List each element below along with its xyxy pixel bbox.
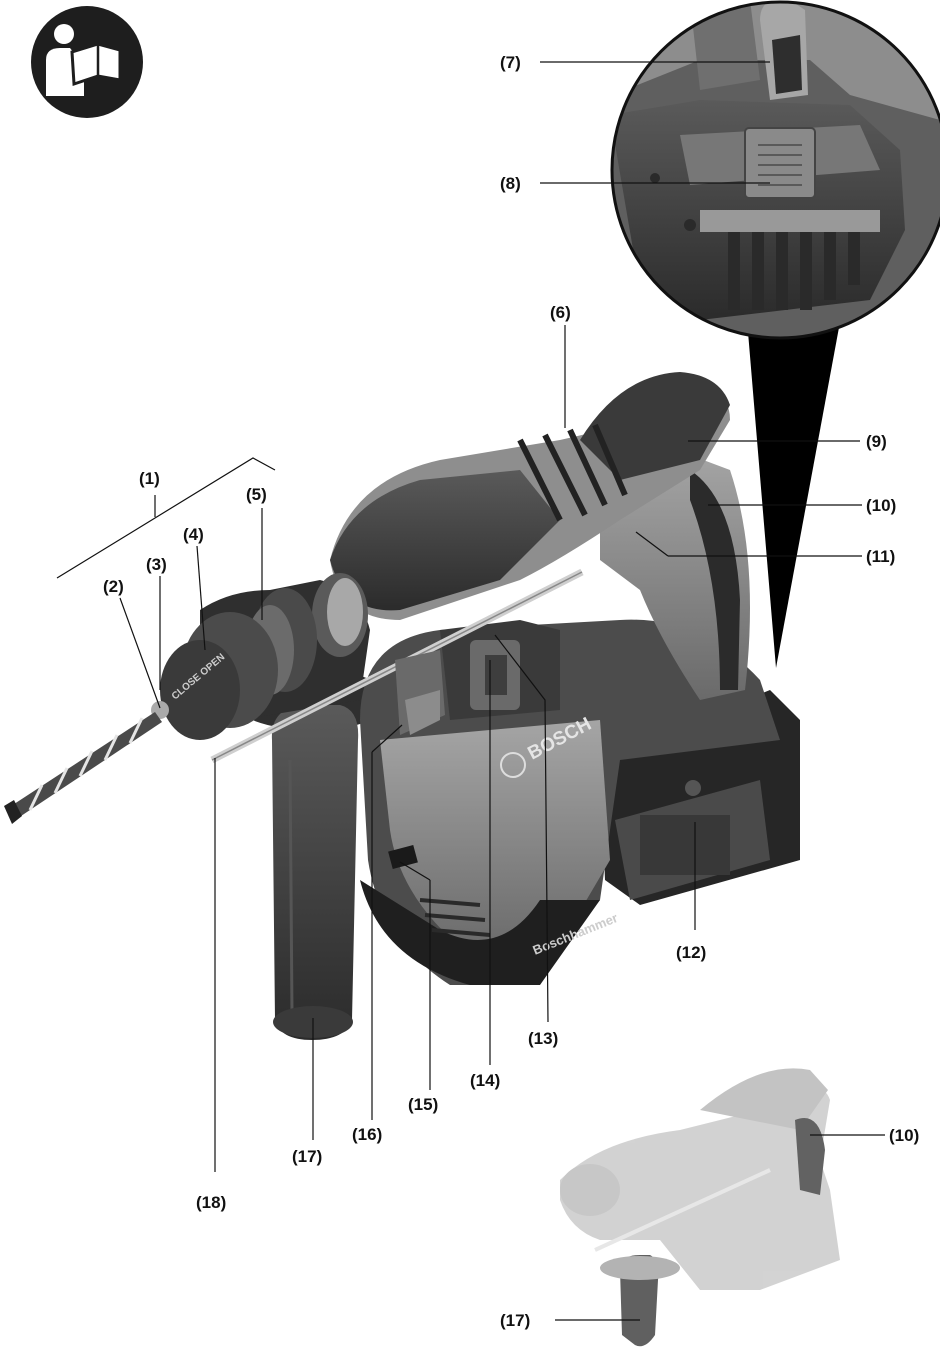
small-illustration [560, 1068, 840, 1347]
callout-12: (12) [676, 943, 706, 962]
detail-pointer-wedge [748, 322, 840, 668]
callout-10-small: (10) [889, 1126, 919, 1145]
callout-labels: (1) (2) (3) (4) (5) (6) (7) (8) (9) (10)… [103, 53, 919, 1330]
callout-5: (5) [246, 485, 267, 504]
callout-7: (7) [500, 53, 521, 72]
callout-9: (9) [866, 432, 887, 451]
callout-13: (13) [528, 1029, 558, 1048]
callout-1: (1) [139, 469, 160, 488]
callout-18: (18) [196, 1193, 226, 1212]
callout-14: (14) [470, 1071, 500, 1090]
callout-17-small: (17) [500, 1311, 530, 1330]
callout-10: (10) [866, 496, 896, 515]
callout-15: (15) [408, 1095, 438, 1114]
leader-lines [56, 61, 885, 1321]
callout-11: (11) [866, 547, 895, 566]
read-manual-icon [31, 6, 143, 118]
callout-16: (16) [352, 1125, 382, 1144]
callout-2: (2) [103, 577, 124, 596]
callout-3: (3) [146, 555, 167, 574]
drill-bit [4, 712, 162, 824]
callout-6: (6) [550, 303, 571, 322]
callout-17: (17) [292, 1147, 322, 1166]
rotary-hammer-main: Boschhammer BOSCH CLOSE OPEN [4, 372, 800, 1040]
callout-8: (8) [500, 174, 521, 193]
callout-4: (4) [183, 525, 204, 544]
detail-view-circle [610, 0, 940, 340]
